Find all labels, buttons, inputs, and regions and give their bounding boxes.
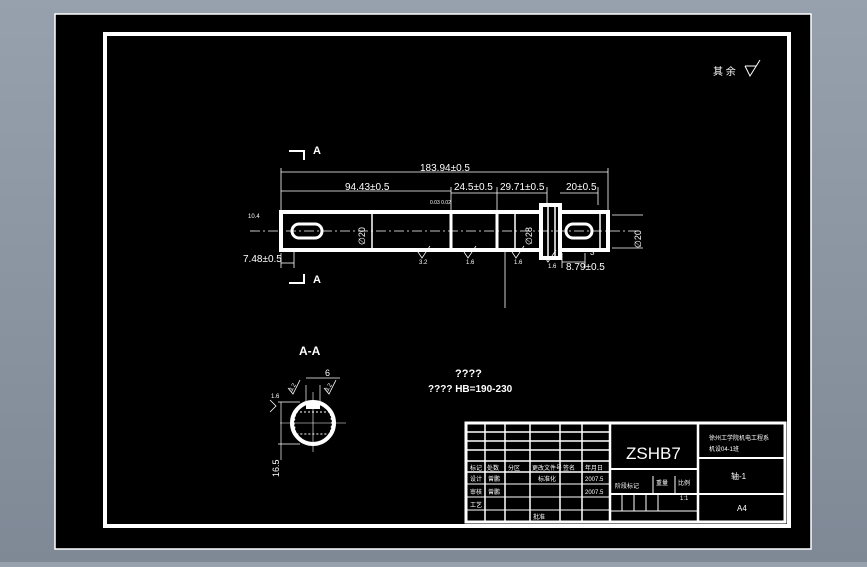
section-marker-top: A	[313, 145, 321, 157]
dim-small-top-mid: 0.03 0.02	[430, 200, 451, 206]
sec-rough-1: 3.2	[289, 382, 299, 393]
row-label-0: 标记	[470, 464, 482, 472]
school-line2: 机设04-1班	[709, 445, 739, 453]
dim-right-small: 3	[590, 248, 595, 257]
dim-key-width: 6	[325, 368, 330, 378]
dim-dia-main: ∅20	[357, 227, 367, 245]
date-1: 2007.5	[585, 477, 604, 483]
section-view	[278, 377, 346, 460]
dim-seg-24: 24.5±0.5	[454, 182, 493, 193]
school-line1: 徐州工学院机电工程系	[709, 434, 769, 442]
drawing-number: ZSHB7	[626, 444, 681, 463]
approve-label: 批准	[533, 513, 545, 521]
title-block	[464, 421, 787, 524]
rough-1: 3.2	[419, 260, 428, 266]
dimension-lines	[280, 168, 643, 308]
notes-heading: ????	[455, 368, 482, 380]
weight-label: 重量	[656, 479, 668, 487]
dim-overall-length: 183.94±0.5	[420, 163, 470, 174]
date-2: 2007.5	[585, 490, 604, 496]
dim-left-offset: 7.48±0.5	[243, 254, 282, 265]
row-label-3: 更改文件号	[532, 464, 562, 472]
dim-seg-29: 29.71±0.5	[500, 182, 545, 193]
designer-name: 曾鹏	[488, 475, 500, 483]
stage-label: 阶段标记	[615, 482, 639, 490]
dim-seg-20: 20±0.5	[566, 182, 597, 193]
row-label-1: 处数	[487, 464, 499, 472]
process-label: 工艺	[470, 501, 482, 509]
drawing-frame	[103, 32, 791, 528]
scale-label: 比例	[678, 479, 690, 487]
designer-label: 设计	[470, 475, 482, 483]
section-arrow-top-icon	[289, 150, 305, 160]
dim-dia-mid: ∅28	[524, 227, 534, 245]
dim-dia-right: ∅20	[633, 230, 643, 248]
notes-line: ???? HB=190-230	[428, 384, 513, 395]
row-label-2: 分区	[508, 464, 520, 472]
row-label-5: 年月日	[585, 464, 603, 472]
sheet-outer-border	[54, 13, 812, 550]
roughness-marks-icon	[417, 245, 557, 263]
dim-small-top-left: 10.4	[248, 214, 260, 220]
section-marker-bottom: A	[313, 274, 321, 286]
scale-value: 1:1	[680, 496, 689, 502]
part-name: 轴-1	[731, 471, 747, 481]
dim-left-segment: 94.43±0.5	[345, 182, 390, 193]
section-title: A-A	[299, 344, 321, 358]
roughness-note: 其 余	[713, 65, 736, 78]
reviewer-name: 曾鹏	[488, 488, 500, 496]
rough-4: 1.6	[548, 264, 557, 270]
roughness-symbol-icon	[744, 59, 761, 78]
sheet-size: A4	[737, 504, 747, 513]
row-label-4: 签名	[563, 464, 575, 472]
rough-2: 1.6	[466, 260, 475, 266]
section-arrow-bottom-icon	[289, 274, 305, 284]
dim-right-offset: 8.79±0.5	[566, 262, 605, 273]
section-roughness-icon	[269, 379, 337, 413]
std-label: 标准化	[538, 475, 556, 483]
sec-rough-2: 3.2	[325, 382, 335, 393]
review-label: 审核	[470, 488, 482, 496]
dim-key-depth: 16.5	[271, 459, 281, 477]
rough-3: 1.6	[514, 260, 523, 266]
sec-rough-3: 1.6	[271, 394, 280, 400]
